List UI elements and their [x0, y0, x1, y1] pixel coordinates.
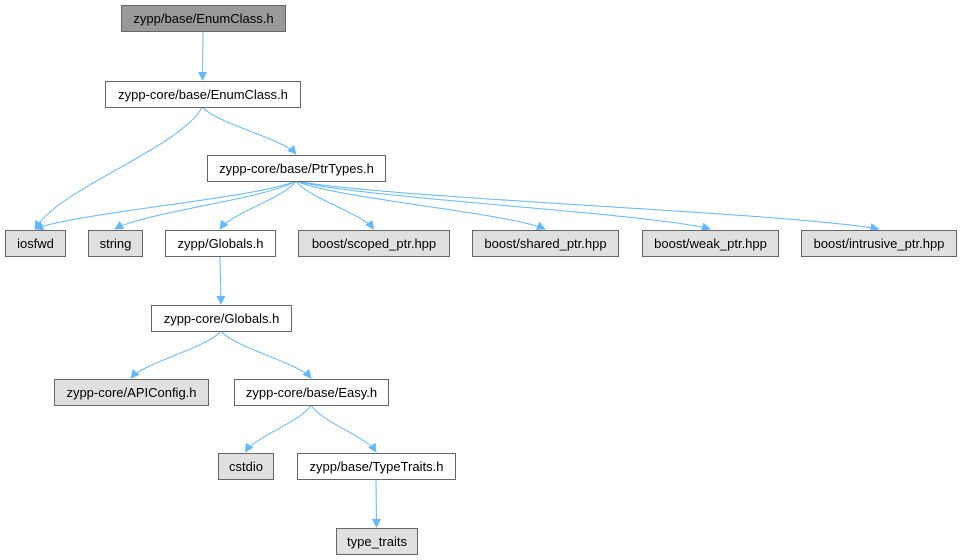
node-label: zypp-core/base/EnumClass.h — [118, 87, 288, 102]
edges-layer — [34, 30, 880, 528]
node-label: boost/weak_ptr.hpp — [654, 236, 767, 251]
node-box — [121, 5, 286, 32]
node-zypp-globals-h[interactable]: zypp/Globals.h — [165, 230, 276, 257]
node-iosfwd: iosfwd — [5, 230, 66, 257]
node-box — [297, 453, 456, 480]
node-type-traits: type_traits — [336, 528, 418, 555]
node-label: zypp-core/base/PtrTypes.h — [219, 161, 374, 176]
edge-zypp-core-base-enumclass-h-to-zypp-core-base-ptrtypes-h — [202, 106, 297, 155]
node-box — [151, 305, 292, 332]
node-zypp-base-enumclass-h: zypp/base/EnumClass.h — [121, 5, 286, 32]
node-label: zypp/base/TypeTraits.h — [310, 459, 444, 474]
edge-zypp-core-base-ptrtypes-h-to-string — [114, 180, 297, 230]
node-box — [5, 230, 66, 257]
node-zypp-core-apiconfig-h: zypp-core/APIConfig.h — [54, 379, 209, 406]
node-label: cstdio — [229, 459, 263, 474]
node-label: iosfwd — [17, 236, 54, 251]
node-box — [336, 528, 418, 555]
node-label: zypp-core/Globals.h — [164, 311, 280, 326]
node-box — [165, 230, 276, 257]
node-zypp-core-base-enumclass-h[interactable]: zypp-core/base/EnumClass.h — [105, 81, 301, 108]
node-label: string — [100, 236, 132, 251]
node-cstdio: cstdio — [218, 453, 274, 480]
node-box — [234, 379, 389, 406]
node-label: boost/scoped_ptr.hpp — [312, 236, 436, 251]
node-box — [105, 81, 301, 108]
edge-zypp-core-base-ptrtypes-h-to-iosfwd — [34, 180, 297, 231]
node-box — [54, 379, 209, 406]
node-label: boost/intrusive_ptr.hpp — [814, 236, 945, 251]
edge-zypp-core-globals-h-to-zypp-core-apiconfig-h — [130, 330, 222, 379]
edge-zypp-core-base-ptrtypes-h-to-boost-intrusive-ptr-hpp — [295, 180, 880, 232]
edge-zypp-core-base-enumclass-h-to-iosfwd — [34, 106, 203, 230]
nodes-layer: zypp/base/EnumClass.h zypp-core/base/Enum… — [5, 5, 957, 555]
node-box — [298, 230, 450, 257]
node-label: boost/shared_ptr.hpp — [484, 236, 606, 251]
node-boost-scoped-ptr-hpp: boost/scoped_ptr.hpp — [298, 230, 450, 257]
node-label: zypp/Globals.h — [178, 236, 264, 251]
node-box — [218, 453, 274, 480]
node-box — [207, 155, 386, 182]
edge-zypp-core-base-ptrtypes-h-to-zypp-globals-h — [219, 180, 297, 230]
node-zypp-base-typetraits-h[interactable]: zypp/base/TypeTraits.h — [297, 453, 456, 480]
node-box — [88, 230, 143, 257]
node-string: string — [88, 230, 143, 257]
edge-zypp-core-globals-h-to-zypp-core-base-easy-h — [220, 330, 312, 379]
node-boost-shared-ptr-hpp: boost/shared_ptr.hpp — [472, 230, 619, 257]
node-box — [801, 230, 957, 257]
edge-zypp-globals-h-to-zypp-core-globals-h — [216, 255, 226, 305]
edge-zypp-base-enumclass-h-to-zypp-core-base-enumclass-h — [198, 30, 208, 81]
node-label: zypp-core/base/Easy.h — [246, 385, 377, 400]
edge-zypp-base-typetraits-h-to-type-traits — [371, 478, 381, 528]
node-label: zypp/base/EnumClass.h — [133, 11, 273, 26]
node-box — [642, 230, 779, 257]
edge-zypp-core-base-easy-h-to-zypp-base-typetraits-h — [310, 404, 377, 453]
node-label: type_traits — [347, 534, 407, 549]
edge-zypp-core-base-ptrtypes-h-to-boost-scoped-ptr-hpp — [295, 180, 375, 230]
node-label: zypp-core/APIConfig.h — [66, 385, 196, 400]
node-box — [472, 230, 619, 257]
node-zypp-core-base-ptrtypes-h[interactable]: zypp-core/base/PtrTypes.h — [207, 155, 386, 182]
edge-zypp-core-base-easy-h-to-cstdio — [245, 404, 312, 453]
node-boost-weak-ptr-hpp: boost/weak_ptr.hpp — [642, 230, 779, 257]
node-zypp-core-base-easy-h[interactable]: zypp-core/base/Easy.h — [234, 379, 389, 406]
edge-zypp-core-base-ptrtypes-h-to-boost-weak-ptr-hpp — [295, 180, 711, 232]
node-zypp-core-globals-h[interactable]: zypp-core/Globals.h — [151, 305, 292, 332]
edge-zypp-core-base-ptrtypes-h-to-boost-shared-ptr-hpp — [295, 180, 546, 230]
node-boost-intrusive-ptr-hpp: boost/intrusive_ptr.hpp — [801, 230, 957, 257]
